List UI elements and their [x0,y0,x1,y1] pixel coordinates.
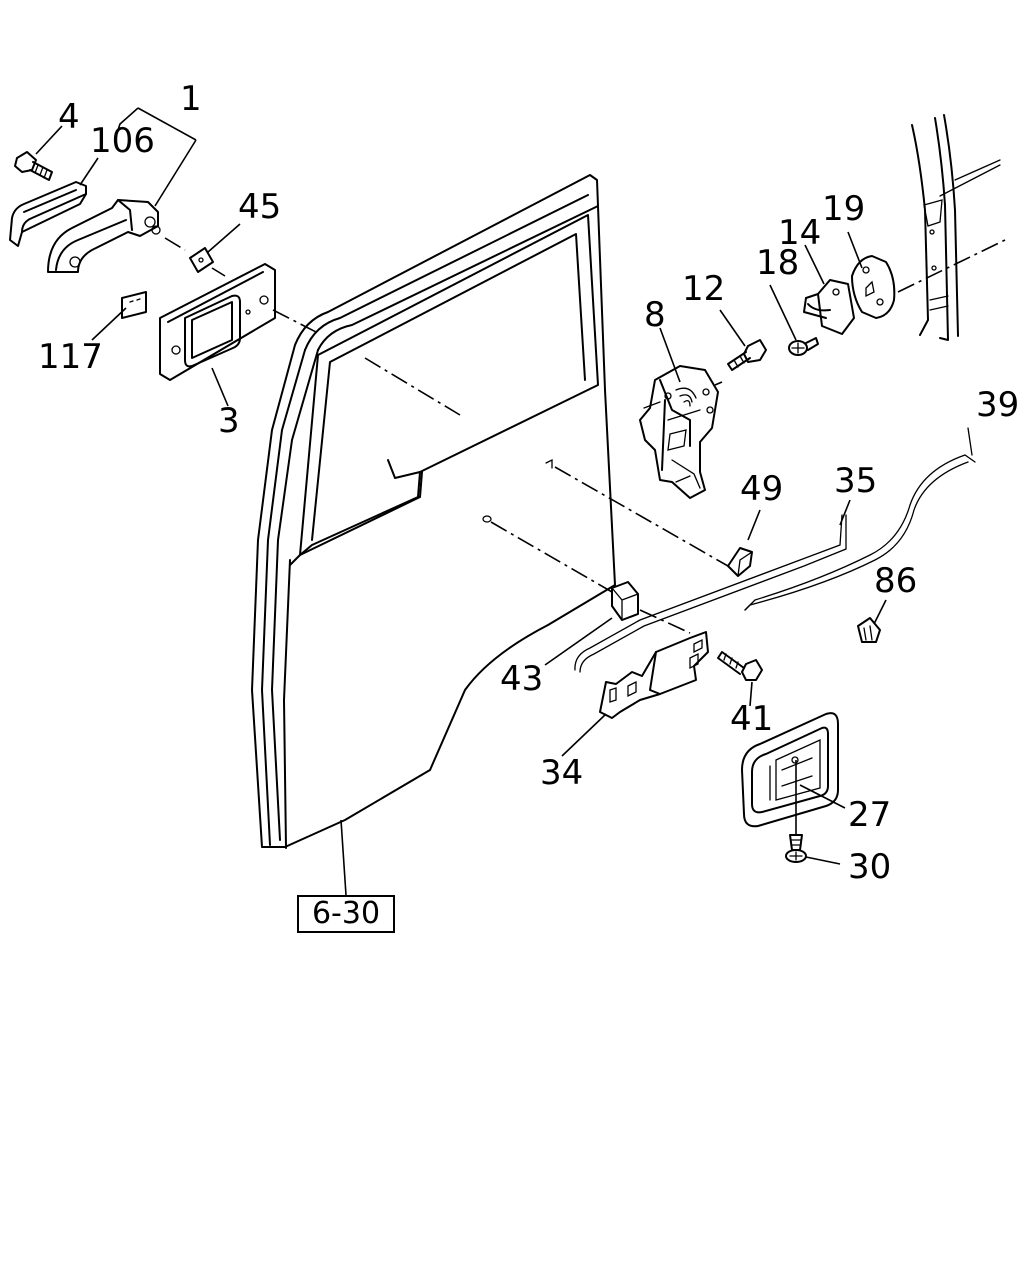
callout-45: 45 [238,187,282,227]
callout-41: 41 [730,699,774,739]
shim-19 [851,255,896,319]
rod-35 [574,514,847,673]
callout-19: 19 [822,189,866,229]
bracket-34 [599,631,709,719]
door-lock-8 [639,365,719,499]
handle-cover-106 [9,181,87,247]
striker-14 [803,279,855,335]
screw-30 [785,834,807,863]
rod-39 [744,427,976,611]
clip-43 [611,581,639,621]
door-panel [251,174,616,849]
reference-box[interactable]: 6-30 [297,895,395,933]
pad-117 [121,291,147,319]
callout-8: 8 [644,295,666,335]
screw-41 [717,651,763,681]
callout-30: 30 [848,847,892,887]
callout-1: 1 [180,79,202,119]
callout-14: 14 [778,213,822,253]
outside-handle-1 [47,199,161,273]
leader-lines [35,107,887,896]
callout-35: 35 [834,461,878,501]
callout-18: 18 [756,243,800,283]
callout-117: 117 [38,337,103,377]
callout-4: 4 [58,97,80,137]
callout-43: 43 [500,659,544,699]
bolt-12 [727,339,767,371]
callout-49: 49 [740,469,784,509]
assembly-lines [164,237,1006,634]
body-pillar [911,114,1001,341]
bolt-4 [14,151,53,181]
screw-18 [788,337,819,356]
escutcheon-3 [159,263,276,381]
knob-86 [857,617,881,643]
callout-39: 39 [976,385,1020,425]
callout-3: 3 [218,401,240,441]
inside-handle-27 [741,712,839,828]
callout-106: 106 [90,121,155,161]
pad-45 [189,247,214,273]
clip-49 [727,547,753,577]
callout-86: 86 [874,561,918,601]
callout-34: 34 [540,753,584,793]
callout-12: 12 [682,269,726,309]
callout-27: 27 [848,795,892,835]
